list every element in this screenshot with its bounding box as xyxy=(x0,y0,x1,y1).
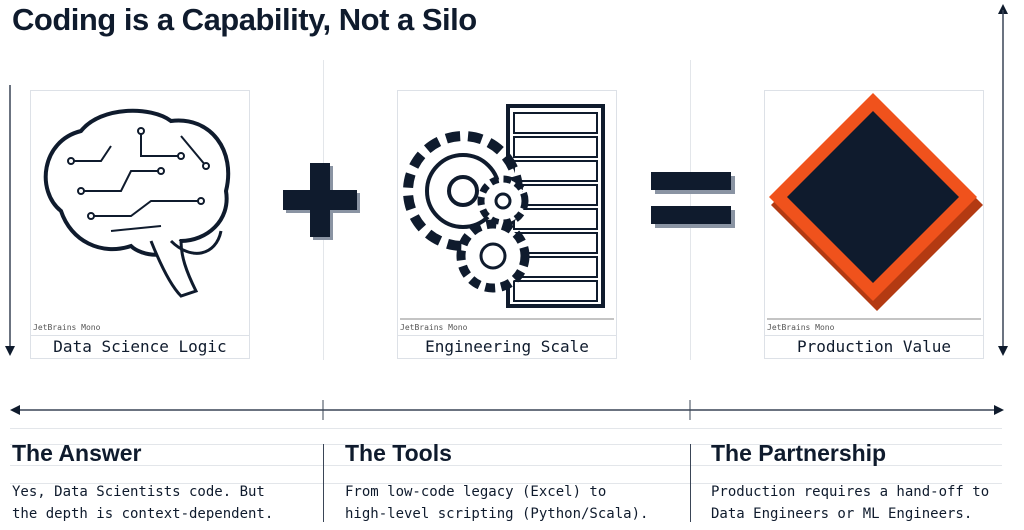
grid-line xyxy=(10,444,1002,445)
grid-line xyxy=(10,465,1002,466)
font-caption: JetBrains Mono xyxy=(400,323,468,332)
card-production: JetBrains Mono xyxy=(764,90,984,336)
column-heading: The Tools xyxy=(345,440,452,466)
column-heading: The Partnership xyxy=(711,440,887,466)
gears-server-icon xyxy=(400,104,614,320)
column-text: Production requires a hand-off to xyxy=(711,484,990,500)
brain-circuit-icon xyxy=(33,108,247,320)
slide-title: Coding is a Capability, Not a Silo xyxy=(12,2,477,37)
card-label: Data Science Logic xyxy=(30,335,250,359)
equals-icon xyxy=(651,172,735,228)
diamond-icon xyxy=(767,93,983,320)
card-engineering: JetBrains Mono xyxy=(397,90,617,336)
column-divider xyxy=(690,444,691,522)
card-data-science: JetBrains Mono xyxy=(30,90,250,336)
vertical-arrow-right xyxy=(998,4,1008,356)
column-tools: The Tools From low-code legacy (Excel) t… xyxy=(345,440,648,525)
grid-line xyxy=(10,483,1002,484)
column-text: high-level scripting (Python/Scala). xyxy=(345,506,649,522)
card-label: Production Value xyxy=(764,335,984,359)
card-label: Engineering Scale xyxy=(397,335,617,359)
font-caption: JetBrains Mono xyxy=(33,323,101,332)
font-caption: JetBrains Mono xyxy=(767,323,835,332)
column-text: Yes, Data Scientists code. But xyxy=(12,484,265,500)
column-partnership: The Partnership Production requires a ha… xyxy=(711,440,989,525)
horizontal-arrow xyxy=(10,400,1004,420)
vertical-arrow-left xyxy=(5,85,15,356)
column-text: the depth is context-dependent. xyxy=(12,506,274,522)
column-divider xyxy=(323,444,324,522)
column-answer: The Answer Yes, Data Scientists code. Bu… xyxy=(12,440,273,525)
column-text: From low-code legacy (Excel) to xyxy=(345,484,607,500)
grid-line xyxy=(10,428,1002,429)
column-heading: The Answer xyxy=(12,440,142,466)
plus-icon xyxy=(283,163,360,240)
column-text: Data Engineers or ML Engineers. xyxy=(711,506,973,522)
